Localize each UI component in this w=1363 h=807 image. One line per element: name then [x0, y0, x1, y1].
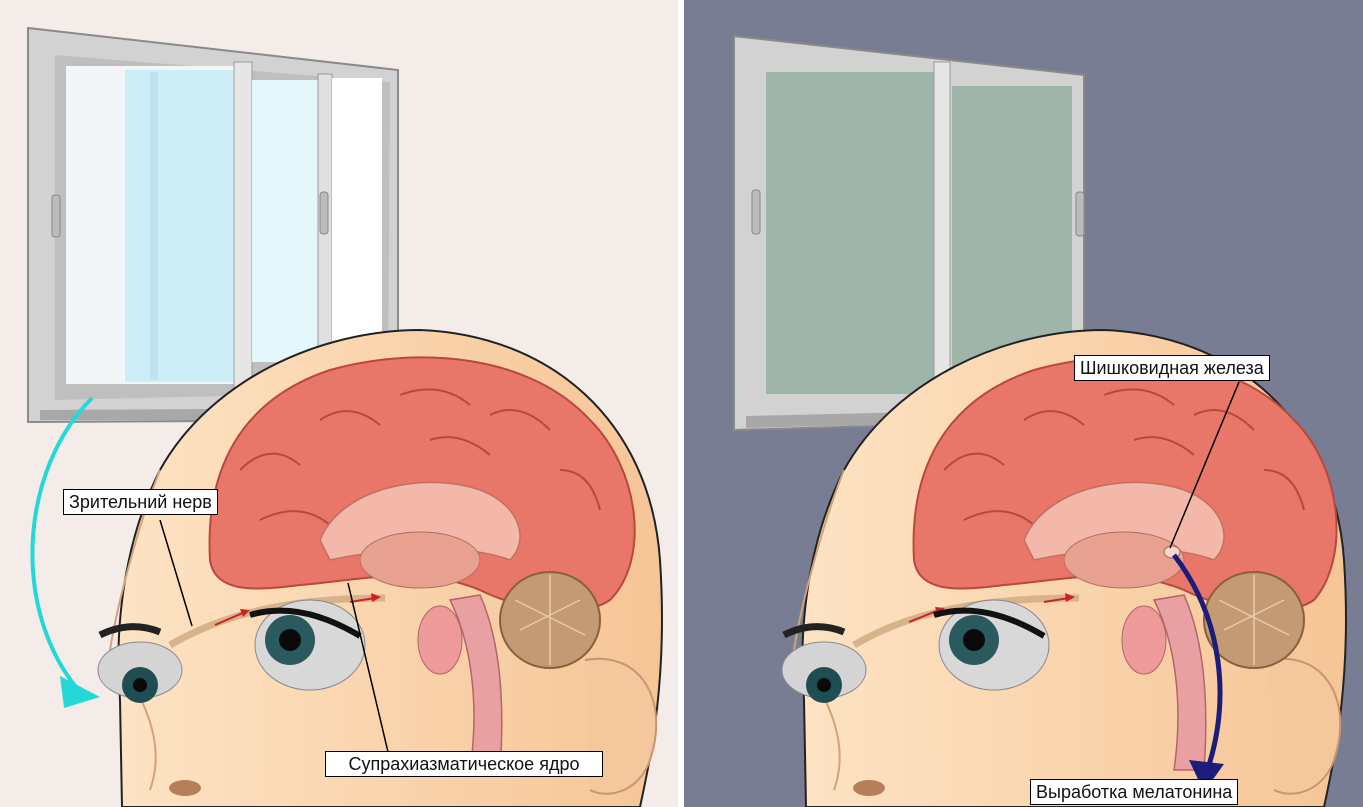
optic-nerve-label: Зрительний нерв [63, 489, 218, 515]
pineal-label: Шишковидная железа [1074, 355, 1270, 381]
day-panel: Зрительний нерв Супрахиазматическое ядро [0, 0, 678, 807]
scn-label: Супрахиазматическое ядро [325, 751, 603, 777]
night-scene [684, 0, 1363, 807]
day-scene [0, 0, 678, 807]
melatonin-label: Выработка мелатонина [1030, 779, 1238, 805]
glass-pane-right [252, 80, 318, 362]
night-panel: Шишковидная железа Выработка мелатонина [684, 0, 1363, 807]
night-glass-left [766, 72, 934, 394]
